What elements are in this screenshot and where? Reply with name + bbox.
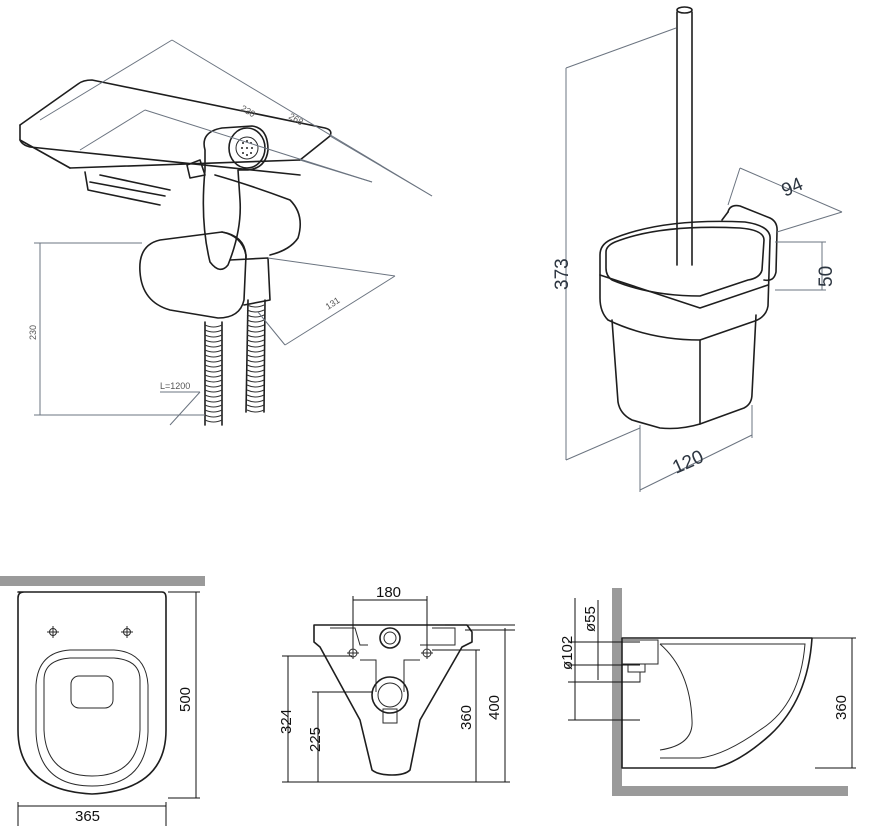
hose-ring [204,359,223,363]
hose-ring [246,374,265,378]
wc-front-outlet-low-label: 225 [307,727,324,752]
hose-ring [204,419,223,423]
hose-ring [204,334,223,338]
hose-ring [246,354,265,358]
brush-height-label: 373 [552,258,573,290]
hose-ring [246,309,265,313]
hose-ring [204,389,223,393]
wc-top-width-label: 365 [75,808,100,825]
hose-ring [246,369,265,373]
hose-ring [246,394,265,398]
brush-mount-label: 50 [816,266,837,287]
hose-ring [204,374,223,378]
hose-ring [246,359,265,363]
wc-top-wall [0,576,205,586]
hose-ring [246,334,265,338]
hose-ring [246,304,265,308]
hose-ring [246,344,265,348]
hose-ring [246,319,265,323]
brush-depth-label: 94 [778,174,806,202]
hose-ring [204,369,223,373]
brush-holder-view: 373 94 50 120 [552,6,843,492]
wc-front-outlet-high-label: 324 [278,709,295,734]
hose-ring [204,324,223,328]
hose-ring [246,399,265,403]
hose-ring [204,344,223,348]
wc-front-bolt-spacing-label: 180 [376,584,401,601]
hose-ring [246,384,265,388]
hose-ring [246,379,265,383]
wc-front-view: 180 324 225 360 400 [278,584,515,783]
brush-width-label: 120 [669,446,707,478]
hose-ring [246,389,265,393]
wc-side-pipe-small-label: ø55 [582,606,599,632]
hose-ring [246,409,265,413]
hose-ring [204,379,223,383]
wc-side-height-label: 360 [833,695,850,720]
hose-ring [204,414,223,418]
hose-ring [204,339,223,343]
hose-ring [204,349,223,353]
hose-ring [204,399,223,403]
hose-ring [246,314,265,318]
shower-hose-length-label: L=1200 [160,381,190,391]
wc-side-floor [612,786,848,796]
hose-ring [246,404,265,408]
hose-ring [246,329,265,333]
wc-top-length-label: 500 [177,687,194,712]
wc-top-view: 365 500 [0,576,205,826]
hose-ring [204,364,223,368]
shower-set-view: L=1200 230 268 230 131 [19,39,433,426]
hose-ring [246,339,265,343]
shower-width-inner-label: 230 [239,103,257,119]
hose-ring [204,384,223,388]
shower-width-outer-label: 268 [287,111,305,127]
wc-front-height-label: 400 [486,695,503,720]
hose-ring [204,409,223,413]
shower-height-label: 230 [28,325,38,340]
wc-side-pipe-large-label: ø102 [559,636,576,670]
shower-depth-label: 131 [324,295,342,312]
wc-side-view: ø55 ø102 360 [559,588,856,796]
wc-side-wall [612,588,622,796]
wc-front-inlet-label: 360 [458,705,475,730]
hose-ring [246,364,265,368]
hose-ring [204,394,223,398]
hose-ring [204,404,223,408]
hose-ring [204,329,223,333]
hose-ring [246,324,265,328]
hose-ring [246,349,265,353]
hose-ring [204,354,223,358]
